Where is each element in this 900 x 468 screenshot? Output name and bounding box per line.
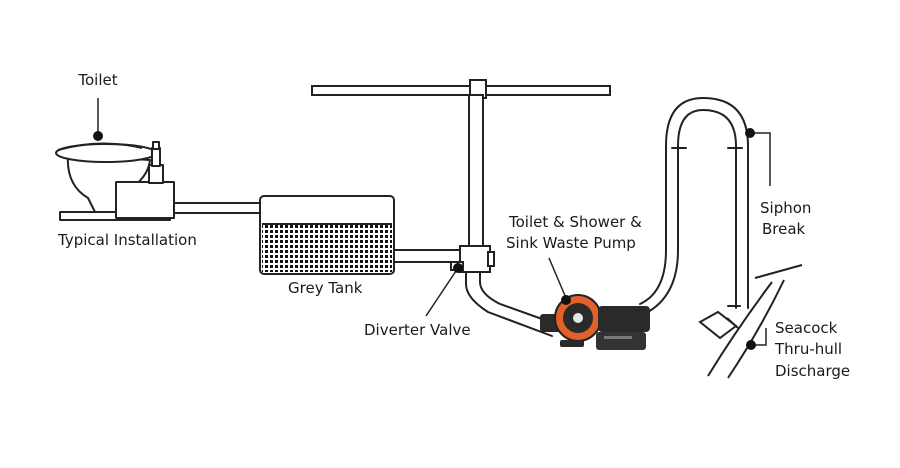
siphon-loop-pipe: [465, 96, 749, 337]
pump-label-line2: Sink Waste Pump: [506, 234, 636, 252]
grey-tank: [259, 195, 395, 275]
toilet-illustration: [55, 141, 175, 221]
callout-dots: [93, 128, 756, 350]
typical-installation-label: Typical Installation: [58, 231, 197, 249]
seacock-label-line1: Seacock: [775, 319, 838, 337]
seacock-label-line2: Thru-hull: [775, 340, 843, 358]
siphon-break-label-line2: Break: [762, 220, 806, 238]
tank-outlet-pipe: [393, 249, 463, 263]
callout-leaders: [97, 98, 771, 346]
diverter-valve-label: Diverter Valve: [364, 321, 471, 339]
diverter-valve: [450, 245, 495, 273]
toilet-to-tank-pipe: [173, 202, 261, 214]
grey-tank-label: Grey Tank: [288, 279, 363, 297]
siphon-break-label-line1: Siphon: [760, 199, 812, 217]
hull-and-seacock: [698, 264, 803, 379]
seacock-label-line3: Discharge: [775, 362, 851, 380]
toilet-label: Toilet: [78, 71, 118, 89]
waste-pump: [540, 294, 650, 350]
pump-label-line1: Toilet & Shower &: [509, 213, 642, 231]
